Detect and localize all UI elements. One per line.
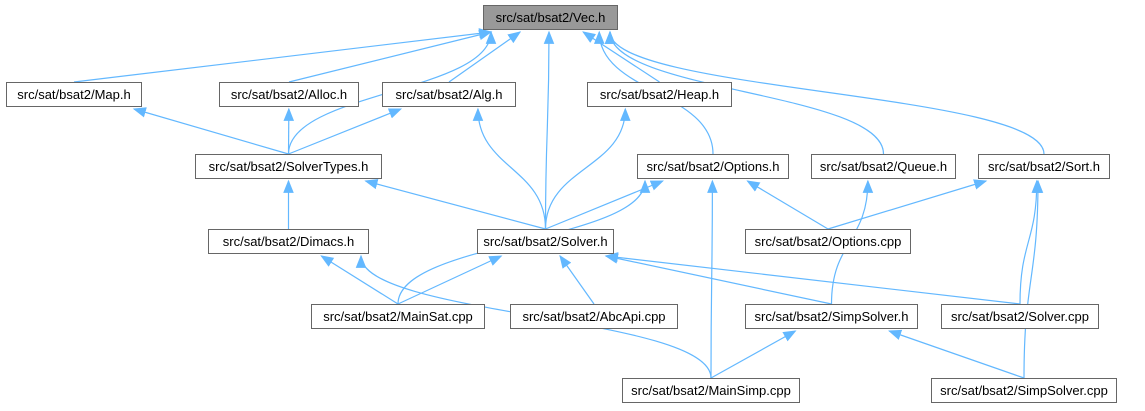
edge-solver-to-heap — [544, 107, 631, 230]
edge-simpsolvercpp-to-sort — [1023, 179, 1044, 379]
edge-mainsat-to-dimacs — [320, 255, 399, 305]
edge-solvertypes-to-map — [132, 107, 289, 155]
edge-heap-to-vec — [582, 31, 660, 83]
edge-map-to-vec — [73, 28, 493, 83]
edge-solver-to-alg — [472, 107, 547, 230]
edge-solvercpp-to-sort — [1019, 179, 1043, 305]
edge-mainsimp-to-options — [707, 179, 718, 379]
edge-simpsolvercpp-to-simpsolver — [888, 329, 1025, 379]
edge-mainsimp-to-simpsolver — [710, 330, 797, 379]
node-vec-h[interactable]: src/sat/bsat2/Vec.h — [483, 5, 618, 30]
node-options-cpp[interactable]: src/sat/bsat2/Options.cpp — [745, 229, 911, 254]
node-simpsolver-cpp[interactable]: src/sat/bsat2/SimpSolver.cpp — [931, 378, 1117, 403]
node-options-h[interactable]: src/sat/bsat2/Options.h — [637, 154, 789, 179]
node-alg-h[interactable]: src/sat/bsat2/Alg.h — [382, 82, 516, 107]
node-simpsolver-h[interactable]: src/sat/bsat2/SimpSolver.h — [745, 304, 918, 329]
edge-solver-to-options — [545, 180, 664, 230]
edge-solver-to-vec — [543, 30, 555, 230]
node-dimacs-h[interactable]: src/sat/bsat2/Dimacs.h — [208, 229, 369, 254]
edge-abcapi-to-solver — [559, 254, 595, 305]
edge-optionscpp-to-sort — [827, 179, 988, 230]
edge-alg-to-vec — [448, 31, 522, 83]
edge-solver-to-solvertypes — [364, 178, 546, 230]
edge-simpsolver-to-solver — [604, 253, 832, 305]
node-mainsimp-cpp[interactable]: src/sat/bsat2/MainSimp.cpp — [622, 378, 800, 403]
edge-solvertypes-to-alg — [288, 108, 403, 155]
node-solver-h[interactable]: src/sat/bsat2/Solver.h — [477, 229, 614, 254]
node-alloc-h[interactable]: src/sat/bsat2/Alloc.h — [219, 82, 359, 107]
node-solvertypes-h[interactable]: src/sat/bsat2/SolverTypes.h — [195, 154, 382, 179]
node-heap-h[interactable]: src/sat/bsat2/Heap.h — [587, 82, 732, 107]
node-sort-h[interactable]: src/sat/bsat2/Sort.h — [978, 154, 1110, 179]
node-map-h[interactable]: src/sat/bsat2/Map.h — [6, 82, 142, 107]
edge-alloc-to-vec — [288, 29, 493, 83]
edge-solvercpp-to-solver — [604, 252, 1021, 305]
node-mainsat-cpp[interactable]: src/sat/bsat2/MainSat.cpp — [311, 304, 485, 329]
node-queue-h[interactable]: src/sat/bsat2/Queue.h — [811, 154, 956, 179]
edge-sort-to-vec — [604, 30, 1045, 155]
edge-mainsat-to-solver — [397, 255, 503, 305]
node-abcapi-cpp[interactable]: src/sat/bsat2/AbcApi.cpp — [510, 304, 678, 329]
edge-optionscpp-to-options — [746, 180, 829, 230]
node-solver-cpp[interactable]: src/sat/bsat2/Solver.cpp — [941, 304, 1099, 329]
edge-queue-to-vec — [604, 30, 885, 155]
